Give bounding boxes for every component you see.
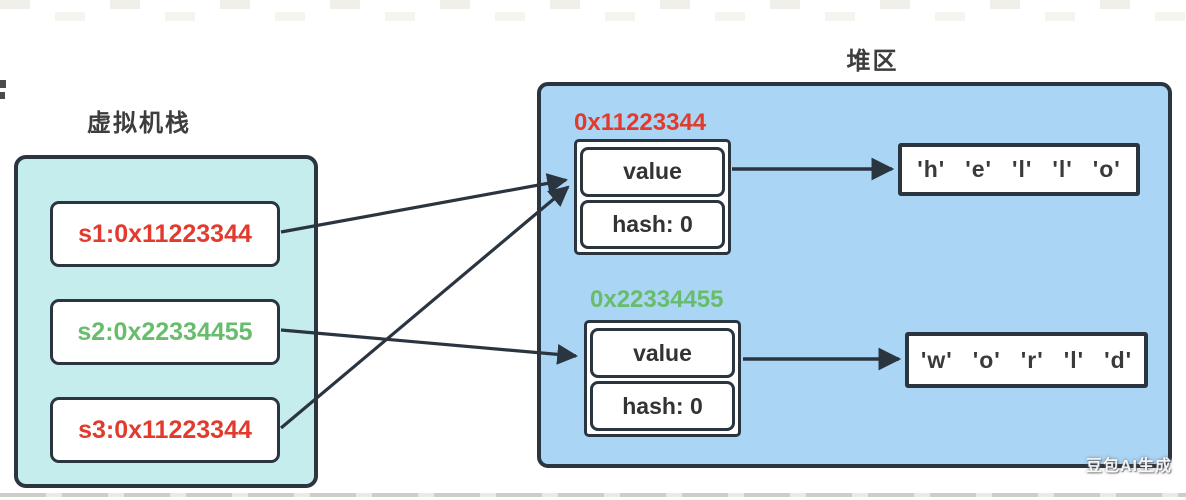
stack-section-title: 虚拟机栈	[87, 110, 191, 137]
arrow-s3-to-object1	[279, 185, 570, 430]
string-object-1: value hash: 0	[574, 139, 731, 255]
string-object-2: value hash: 0	[584, 320, 741, 437]
arrow-s1-to-object1	[280, 173, 569, 234]
top-edge-decoration	[0, 0, 1186, 9]
stack-ref-s3: s3:0x11223344	[50, 397, 280, 463]
char-array-hello: 'h' 'e' 'l' 'l' 'o'	[898, 143, 1140, 196]
heap-section-title: 堆区	[846, 48, 899, 75]
arrow-s2-to-object2	[280, 328, 579, 365]
stack-ref-s1: s1:0x11223344	[50, 201, 280, 267]
bottom-edge-decoration	[0, 493, 1186, 497]
string-object-1-value-cell: value	[580, 147, 725, 197]
ai-watermark: 豆包AI生成	[1086, 458, 1173, 475]
heap-address-label-2: 0x22334455	[590, 286, 724, 313]
left-edge-mark-2	[0, 92, 5, 99]
heap-address-label-1: 0x11223344	[574, 109, 707, 136]
char-array-world: 'w' 'o' 'r' 'l' 'd'	[905, 332, 1148, 388]
string-object-2-value-cell: value	[590, 328, 735, 378]
string-object-1-hash-cell: hash: 0	[580, 199, 725, 249]
left-edge-mark	[0, 80, 6, 88]
top-edge-decoration-2	[55, 12, 1186, 21]
stack-ref-s2: s2:0x22334455	[50, 299, 280, 365]
string-object-2-hash-cell: hash: 0	[590, 381, 735, 431]
